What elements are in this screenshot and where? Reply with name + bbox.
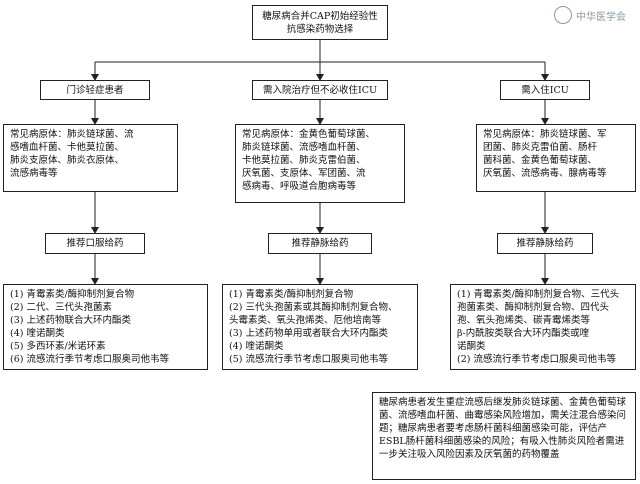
drugs-ward: (1) 青霉素类/酶抑制剂复合物 (2) 三代头孢菌素或其酶抑制剂复合物、 头霉… [222, 284, 418, 370]
route-icu: 推荐静脉给药 [497, 233, 593, 254]
drugs-icu: (1) 青霉素类/酶抑制剂复合物、三代头 孢菌素类、酶抑制剂复合物、四代头 孢、… [450, 284, 636, 370]
seal-icon [554, 6, 572, 24]
drugs-outpatient: (1) 青霉素类/酶抑制剂复合物 (2) 二代、三代头孢菌素 (3) 上述药物联… [3, 284, 208, 370]
watermark-logo: 中华医学会 [554, 6, 626, 24]
diagram-title: 糖尿病合并CAP初始经验性 抗感染药物选择 [252, 5, 388, 40]
watermark-text: 中华医学会 [576, 11, 626, 23]
setting-outpatient: 门诊轻症患者 [40, 80, 150, 100]
route-outpatient: 推荐口服给药 [45, 233, 145, 254]
pathogens-outpatient: 常见病原体：肺炎链球菌、流 感嗜血杆菌、卡他莫拉菌、 肺炎支原体、肺炎衣原体、 … [3, 124, 178, 192]
pathogens-ward: 常见病原体：金黄色葡萄球菌、 肺炎链球菌、流感嗜血杆菌、 卡他莫拉菌、肺炎克雷伯… [235, 124, 405, 203]
route-ward: 推荐静脉给药 [268, 233, 372, 254]
setting-icu: 需入住ICU [500, 80, 590, 100]
note-box: 糖尿病患者发生重症流感后继发肺炎链球菌、金黄色葡萄球菌、流感嗜血杆菌、曲霉感染风… [372, 392, 636, 480]
setting-ward: 需入院治疗但不必收住ICU [252, 80, 388, 100]
pathogens-icu: 常见病原体：肺炎链球菌、军 团菌、肺炎克雷伯菌、肠杆 菌科菌、金黄色葡萄球菌、 … [476, 124, 636, 192]
